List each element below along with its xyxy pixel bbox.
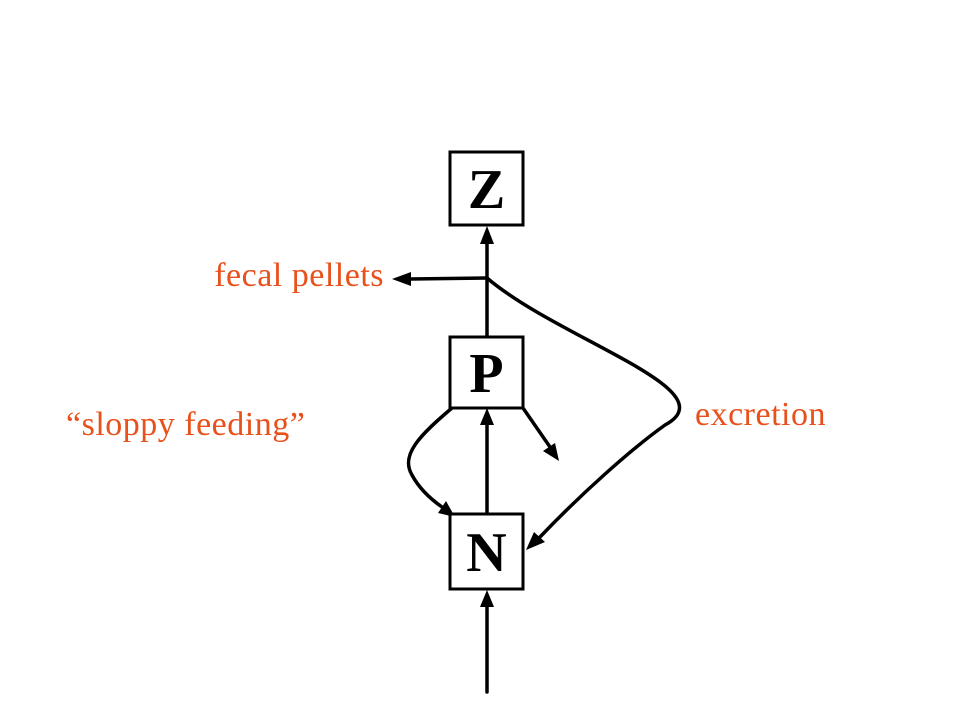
excretion-label: excretion <box>695 396 826 433</box>
n-box <box>448 512 525 591</box>
p-loss-arrowhead <box>543 443 559 461</box>
p-to-z-arrowhead <box>480 226 494 244</box>
sloppy-feeding-label: “sloppy feeding” <box>66 406 306 443</box>
fecal-pellets-line <box>408 276 489 281</box>
n-to-p-arrowhead <box>480 408 494 425</box>
z-node: Z <box>448 150 525 227</box>
z-box <box>448 150 525 227</box>
fecal-pellets-label: fecal pellets <box>214 257 384 294</box>
n-node-label: N <box>466 522 506 584</box>
excretion-curve <box>485 276 682 539</box>
n-node: N <box>448 512 525 591</box>
p-box <box>448 335 525 410</box>
excretion-arrowhead <box>526 532 545 550</box>
z-node-label: Z <box>468 159 505 221</box>
p-node-label: P <box>469 343 503 405</box>
input-to-n-arrowhead <box>480 590 494 607</box>
fecal-pellets-arrowhead <box>392 272 411 286</box>
p-node: P <box>448 335 525 410</box>
sloppy-feeding-curve <box>406 406 454 509</box>
p-loss-line <box>521 406 552 449</box>
